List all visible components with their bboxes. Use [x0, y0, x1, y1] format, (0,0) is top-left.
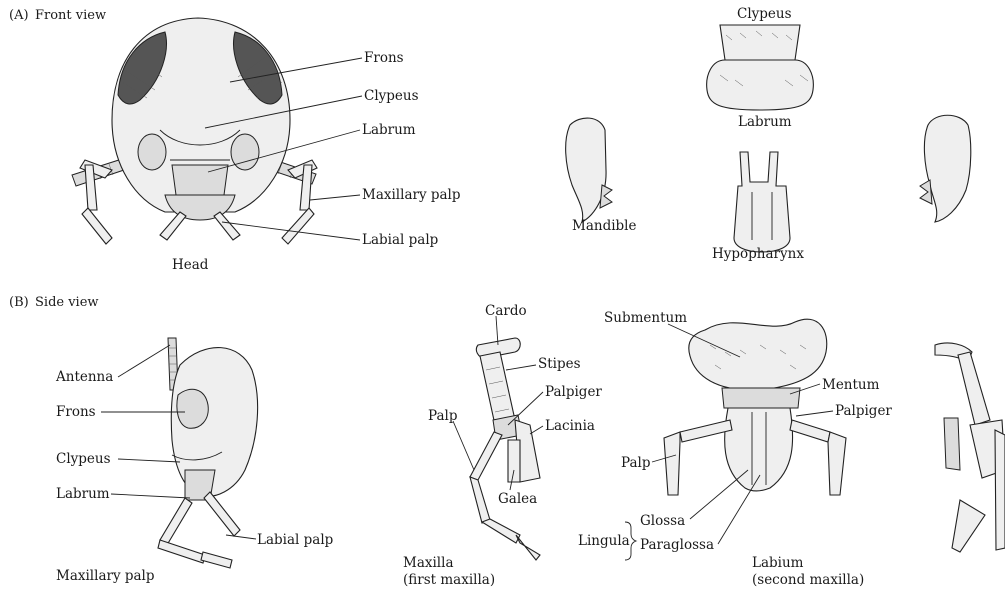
leader-side-clypeus [118, 459, 180, 462]
ligula-drawing [725, 408, 793, 491]
side-maxillary-palp [160, 498, 192, 545]
label-mentum: Mentum [822, 377, 879, 393]
caption-head: Head [172, 257, 208, 273]
label-lacinia: Lacinia [545, 418, 595, 434]
label-side-labial-palp: Labial palp [257, 532, 333, 548]
label-cardo: Cardo [485, 303, 527, 319]
side-labial-palp [204, 492, 240, 536]
label-parts-labrum: Labrum [738, 114, 792, 130]
label-side-labrum: Labrum [56, 486, 110, 502]
label-side-antenna: Antenna [56, 369, 113, 385]
label-front-clypeus: Clypeus [364, 88, 419, 104]
maxillary-palp-seg1 [470, 432, 502, 480]
section-a-title: Front view [35, 8, 106, 24]
label-side-clypeus: Clypeus [56, 451, 111, 467]
label-maxilla-palp: Palp [428, 408, 458, 424]
caption-labium-line1: Labium [752, 555, 803, 571]
galea-drawing [508, 440, 520, 482]
leader-side-labrum [111, 494, 190, 498]
leader-antenna [118, 345, 170, 377]
maxilla-drawing [470, 338, 540, 560]
label-side-frons: Frons [56, 404, 96, 420]
front-labrum [172, 165, 228, 195]
label-submentum: Submentum [604, 310, 687, 326]
label-maxilla-palpiger: Palpiger [545, 384, 602, 400]
section-b-title: Side view [35, 295, 99, 311]
leader-paraglossa [718, 475, 760, 544]
leader-lacinia [530, 426, 543, 434]
leader-cardo [496, 316, 498, 345]
left-labial-palp [160, 212, 186, 240]
label-front-maxillary-palp: Maxillary palp [362, 187, 461, 203]
label-stipes: Stipes [538, 356, 581, 372]
leader-maxilla-palp [453, 421, 474, 470]
submentum-drawing [689, 319, 827, 390]
caption-maxilla-line1: Maxilla [403, 555, 454, 571]
label-labium-palpiger: Palpiger [835, 403, 892, 419]
side-eye [177, 389, 208, 428]
label-parts-mandible: Mandible [572, 218, 636, 234]
label-parts-clypeus: Clypeus [737, 6, 792, 22]
right-labial-palp [214, 212, 240, 240]
hypopharynx-drawing [734, 152, 790, 252]
side-head-drawing [158, 338, 258, 568]
label-front-labrum: Labrum [362, 122, 416, 138]
label-labium-palp: Palp [621, 455, 651, 471]
caption-maxilla-line2: (first maxilla) [403, 572, 495, 588]
leader-maxilla-palpiger [508, 392, 543, 425]
label-lingula: Lingula [578, 533, 630, 549]
leader-glossa [690, 470, 748, 519]
section-a-letter: (A) [9, 8, 29, 24]
caption-labium-line2: (second maxilla) [752, 572, 864, 588]
label-parts-hypopharynx: Hypopharynx [712, 246, 804, 262]
labrum-drawing [707, 60, 814, 110]
front-head-drawing [72, 18, 317, 244]
label-front-labial-palp: Labial palp [362, 232, 438, 248]
mentum-drawing [722, 388, 800, 408]
label-glossa: Glossa [640, 513, 685, 529]
labium-drawing [664, 319, 846, 495]
leader-stipes [506, 365, 536, 370]
leader-maxillary-palp [310, 195, 360, 200]
partial-maxilla-drawing [935, 343, 1005, 552]
stipes-drawing [480, 352, 515, 425]
label-front-frons: Frons [364, 50, 404, 66]
clypeus-drawing [720, 25, 800, 60]
leader-side-labial-palp [226, 535, 256, 539]
right-mandible-drawing [924, 115, 970, 222]
labial-palp-right-seg1 [790, 420, 830, 442]
leader-labium-palpiger [796, 411, 833, 416]
label-galea: Galea [498, 491, 537, 507]
label-paraglossa: Paraglossa [640, 537, 714, 553]
label-side-maxillary-palp: Maxillary palp [56, 568, 155, 584]
section-b-letter: (B) [9, 295, 29, 311]
